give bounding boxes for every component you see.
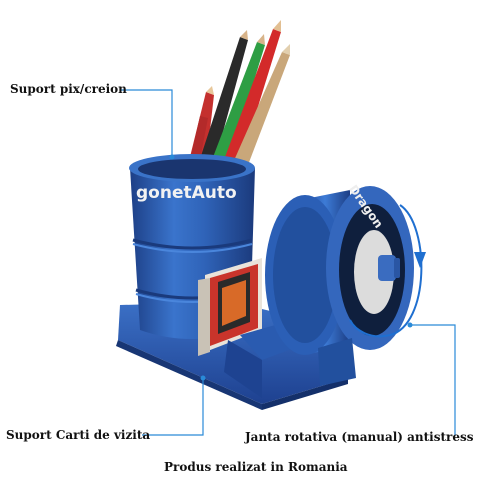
pencils <box>188 20 290 165</box>
footer-text: Produs realizat in Romania <box>164 460 348 474</box>
business-cards <box>198 258 262 356</box>
leader-wheel <box>410 324 456 436</box>
label-wheel: Janta rotativa (manual) antistress <box>245 430 474 444</box>
cup-logo-text: gonetAuto <box>136 183 237 203</box>
leader-lines <box>120 89 456 436</box>
rotation-arrow <box>349 204 426 338</box>
rotating-wheel: Dragon <box>265 182 414 386</box>
label-pen-holder: Suport pix/creion <box>10 82 127 96</box>
leader-pen-holder <box>120 89 173 157</box>
leader-card-holder <box>142 378 204 436</box>
label-card-holder: Suport Carti de vizita <box>6 428 151 442</box>
